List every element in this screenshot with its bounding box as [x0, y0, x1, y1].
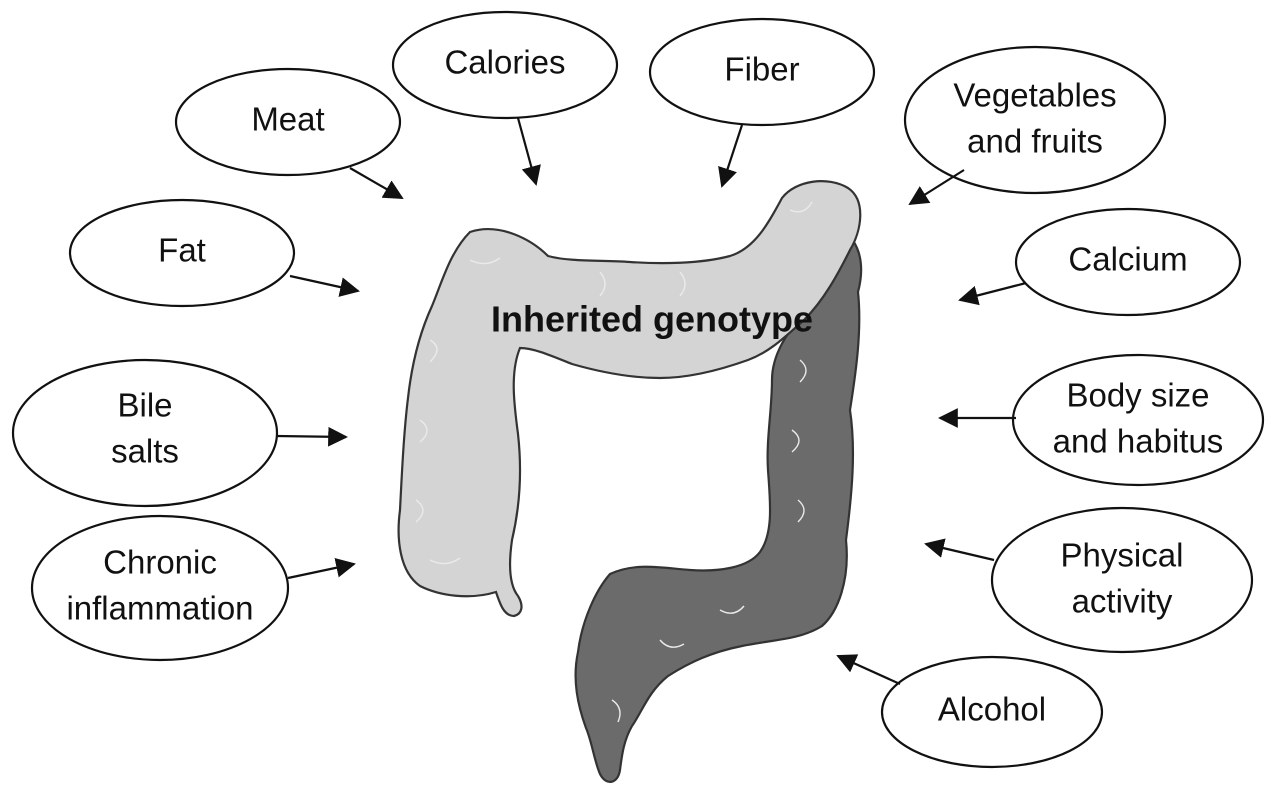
- factor-label: Fiber: [724, 51, 799, 88]
- factor-bubble: [992, 508, 1252, 652]
- factor-label-line2: salts: [111, 433, 179, 470]
- factor-vegetables: Vegetables and fruits: [905, 47, 1165, 204]
- center-title: Inherited genotype: [491, 299, 813, 340]
- factor-label-line1: Bile: [117, 387, 172, 424]
- factor-alcohol: Alcohol: [838, 656, 1102, 767]
- factor-chronic-inflammation: Chronic inflammation: [32, 516, 354, 660]
- factor-label-line2: and habitus: [1053, 423, 1224, 460]
- arrow-calories: [518, 118, 536, 184]
- factor-label-line1: Physical: [1061, 537, 1184, 574]
- arrow-fiber: [722, 125, 742, 186]
- factor-label-line2: and fruits: [967, 123, 1103, 160]
- arrow-chronic-inflammation: [288, 564, 354, 578]
- arrow-physical-activity: [926, 544, 994, 560]
- arrow-vegetables: [910, 170, 964, 204]
- factor-bubble: [1013, 355, 1263, 485]
- factor-calcium: Calcium: [960, 209, 1240, 315]
- factor-label: Fat: [158, 232, 206, 269]
- factor-label-line2: inflammation: [66, 590, 253, 627]
- arrow-bile-salts: [276, 436, 346, 437]
- factor-label-line1: Body size: [1066, 377, 1209, 414]
- arrow-fat: [290, 276, 358, 291]
- factor-label: Meat: [251, 101, 324, 138]
- arrow-alcohol: [838, 656, 900, 684]
- factor-fiber: Fiber: [650, 19, 874, 186]
- arrow-meat: [350, 168, 402, 198]
- factor-label: Calcium: [1068, 241, 1187, 278]
- factor-bubble: [905, 47, 1165, 193]
- factor-label-line1: Vegetables: [953, 77, 1116, 114]
- factor-label: Calories: [444, 44, 565, 81]
- factor-label-line1: Chronic: [103, 544, 217, 581]
- factor-physical-activity: Physical activity: [926, 508, 1252, 652]
- arrow-calcium: [960, 283, 1026, 300]
- factor-meat: Meat: [176, 69, 402, 198]
- factor-label-line2: activity: [1072, 583, 1173, 620]
- factor-body-size: Body size and habitus: [940, 355, 1263, 485]
- factor-label: Alcohol: [938, 691, 1046, 728]
- factor-fat: Fat: [70, 200, 358, 306]
- factor-bubble: [32, 516, 288, 660]
- factor-bile-salts: Bile salts: [13, 360, 346, 506]
- factor-calories: Calories: [393, 12, 617, 184]
